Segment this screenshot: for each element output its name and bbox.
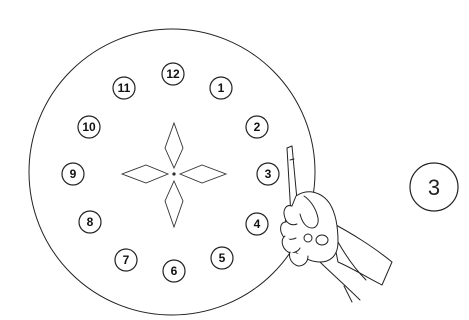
hour-label: 2 [254,120,261,134]
hour-marker-6: 6 [163,260,185,282]
diamond-left [122,165,168,183]
hour-marker-3: 3 [257,163,279,185]
hour-label: 11 [118,81,131,95]
hour-marker-4: 4 [246,213,268,235]
hour-label: 10 [82,120,96,134]
answer-badge: 3 [410,163,458,211]
hour-label: 4 [254,217,261,231]
hour-label: 3 [265,167,272,181]
hour-label: 12 [166,67,180,81]
hour-marker-5: 5 [211,247,233,269]
hour-marker-12: 12 [162,63,184,85]
sleeve-cuff [330,222,392,285]
hour-label: 7 [123,253,130,267]
center-diamonds-icon [122,123,226,227]
answer-badge-label: 3 [428,175,440,200]
hour-label: 5 [219,251,226,265]
diamond-right [180,165,226,183]
diamond-bottom [165,181,183,227]
diamond-top [165,123,183,168]
center-dot [173,173,175,175]
hour-label: 8 [87,215,94,229]
hour-label: 6 [171,264,178,278]
hour-label: 1 [218,81,225,95]
hand-holding-pen-icon [281,146,392,302]
hour-marker-9: 9 [62,163,84,185]
hour-markers: 12 1 2 3 4 5 6 [62,63,279,282]
hour-marker-2: 2 [246,116,268,138]
hour-label: 9 [70,167,77,181]
hour-marker-10: 10 [78,116,100,138]
hour-marker-7: 7 [115,249,137,271]
hour-marker-11: 11 [113,77,135,99]
hour-marker-1: 1 [210,77,232,99]
hour-marker-8: 8 [79,211,101,233]
